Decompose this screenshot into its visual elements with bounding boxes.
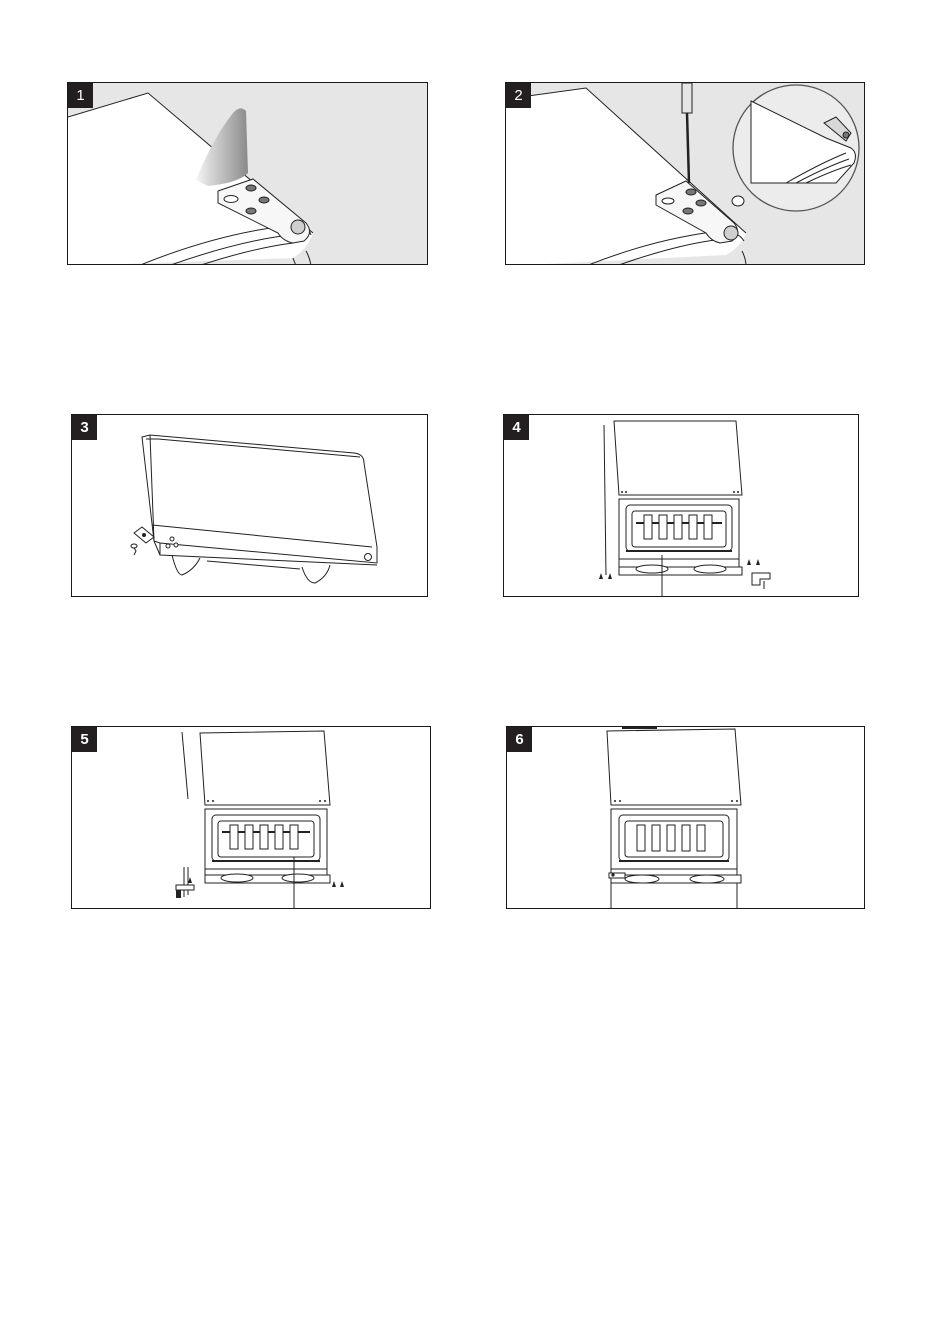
step-4-number: 4 <box>504 415 529 440</box>
step-2-illustration: 2 <box>505 82 865 265</box>
step-4-illustration: 4 <box>503 414 859 597</box>
step-6-drawing <box>507 727 865 909</box>
step-2-drawing <box>506 83 865 265</box>
step-4-drawing <box>504 415 859 597</box>
step-3-number: 3 <box>72 415 97 440</box>
step-3-drawing <box>72 415 428 597</box>
step-5-illustration: 5 <box>71 726 431 909</box>
step-6-number: 6 <box>507 727 532 752</box>
step-1-number: 1 <box>68 83 93 108</box>
step-5-number: 5 <box>72 727 97 752</box>
step-6-illustration: 6 <box>506 726 865 909</box>
step-5-drawing <box>72 727 431 909</box>
step-1-illustration: 1 <box>67 82 428 265</box>
step-1-drawing <box>68 83 428 265</box>
step-2-number: 2 <box>506 83 531 108</box>
step-3-illustration: 3 <box>71 414 428 597</box>
